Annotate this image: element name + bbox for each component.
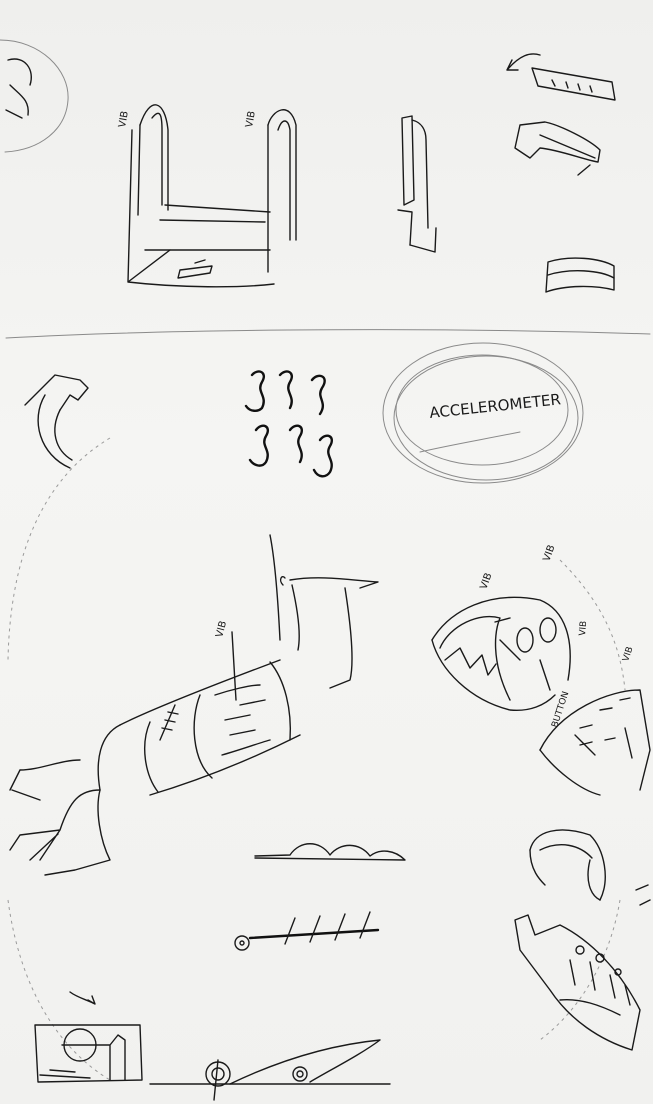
accelerometer-label: ACCELEROMETER [429,390,562,422]
vibration-squiggles [246,371,332,476]
stand-sketch [128,105,296,287]
box-device-sketch [35,992,142,1082]
vib-label: VIB [541,543,557,563]
band-sketch [432,597,570,710]
parts-sketch [507,54,615,292]
vib-label: VIB [578,620,589,636]
vib-label: VIB [214,620,229,639]
rail-sketch [235,912,378,950]
cuff-sketch [530,830,650,905]
vib-label: VIB [621,646,635,663]
corner-circle-sketch [0,40,68,152]
vib-label: VIB [478,571,494,591]
vib-label: VIB [117,110,131,128]
divider-line [6,330,650,338]
hook-sketch [25,375,88,468]
wave-sketch [255,844,405,860]
guide-circle [8,438,625,1080]
vib-label: VIB [244,110,258,128]
bracket-sketch [398,116,436,252]
spiral-ramp-sketch [150,1040,390,1100]
arm-sketch [10,535,378,875]
bottle-device-sketch [515,915,640,1050]
